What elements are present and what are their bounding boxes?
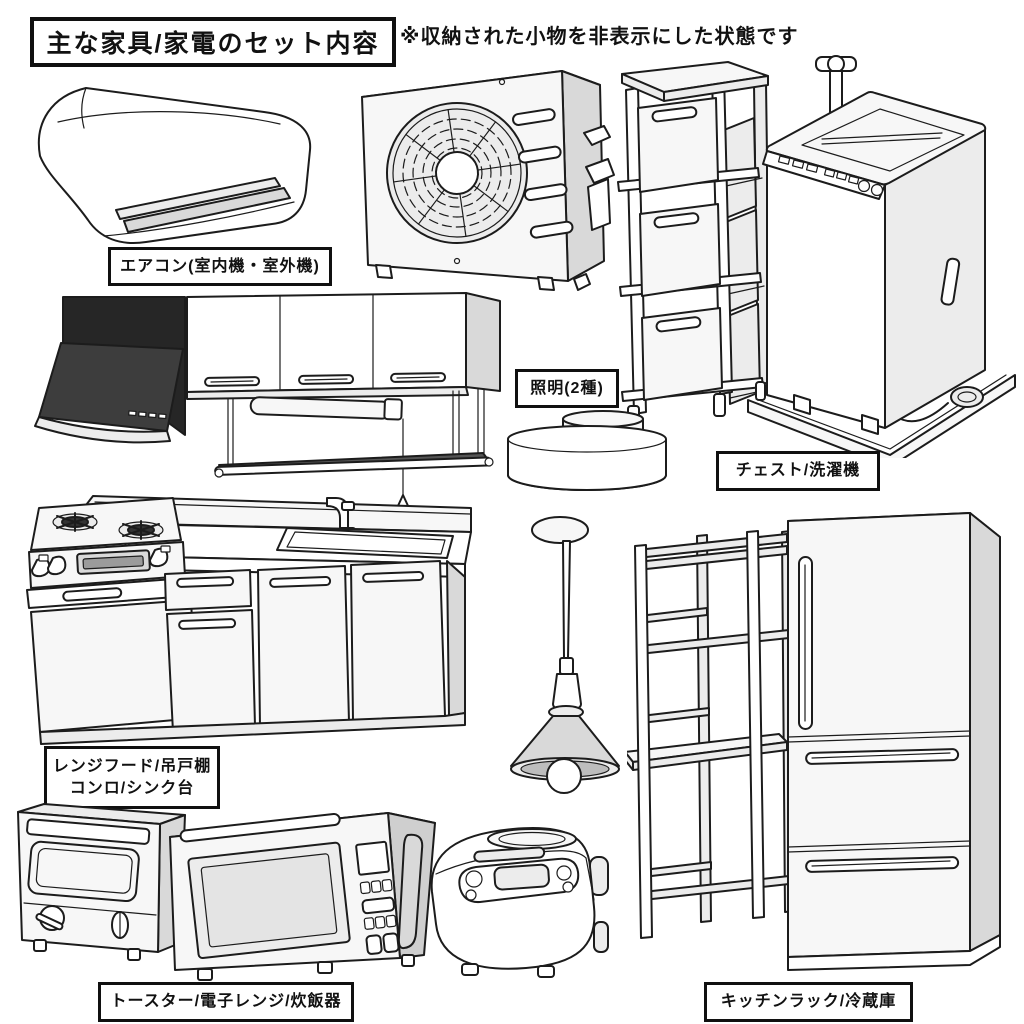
pendant-light-illustration xyxy=(505,508,630,803)
microwave-illustration xyxy=(158,797,443,987)
label-cooking: トースター/電子レンジ/炊飯器 xyxy=(98,982,354,1022)
label-rack-fridge: キッチンラック/冷蔵庫 xyxy=(704,982,913,1022)
rice-cooker-illustration xyxy=(418,812,618,982)
refrigerator-illustration xyxy=(778,505,1008,975)
ceiling-light-illustration xyxy=(503,405,673,505)
page-title: 主な家具/家電のセット内容 xyxy=(30,17,396,67)
range-hood-and-cupboard-illustration xyxy=(33,285,548,550)
air-conditioner-outdoor-unit-illustration xyxy=(352,55,622,305)
label-lighting: 照明(2種) xyxy=(515,369,619,408)
kitchen-counter-illustration xyxy=(15,478,510,753)
note-text: ※収納された小物を非表示にした状態です xyxy=(400,26,799,48)
label-kitchen-line2: コンロ/シンク台 xyxy=(69,779,195,797)
air-conditioner-indoor-unit-illustration xyxy=(28,72,328,262)
label-kitchen-line1: レンジフード/吊戸棚 xyxy=(52,757,212,775)
washing-machine-illustration xyxy=(742,53,1024,468)
label-chest-washer: チェスト/洗濯機 xyxy=(716,451,880,491)
label-kitchen: レンジフード/吊戸棚 コンロ/シンク台 xyxy=(44,746,220,809)
label-aircon: エアコン(室内機・室外機) xyxy=(108,247,332,286)
